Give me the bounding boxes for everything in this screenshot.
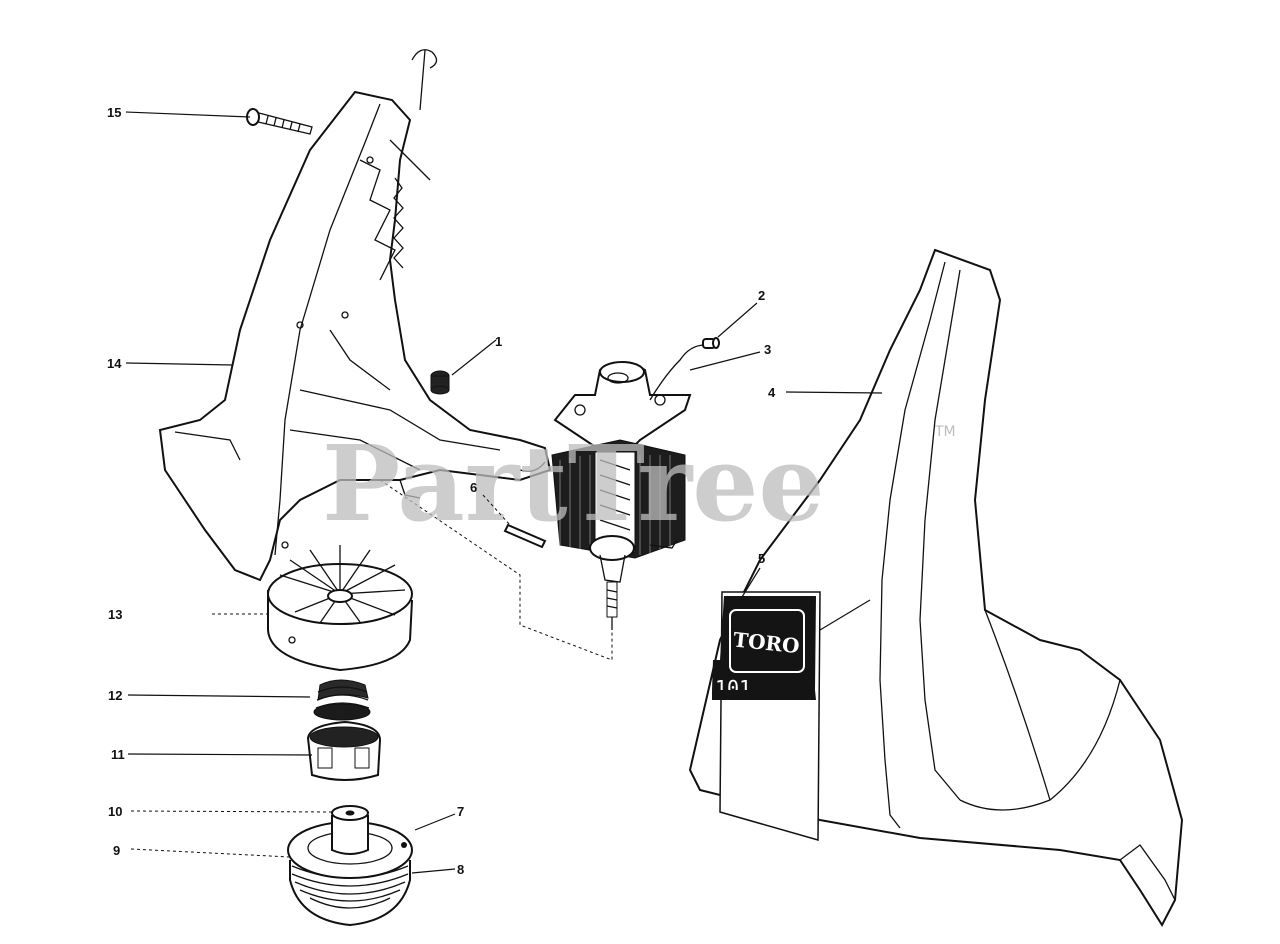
callout-13: 13 <box>108 607 122 622</box>
callout-12: 12 <box>108 688 122 703</box>
motor <box>551 344 706 630</box>
fan <box>267 545 413 672</box>
callout-11: 11 <box>111 747 125 762</box>
leader-lines <box>125 111 883 874</box>
callout-4: 4 <box>768 385 776 400</box>
callout-7: 7 <box>457 804 464 819</box>
housing-half <box>158 49 552 582</box>
callout-labels: 1 2 3 4 5 6 7 8 9 10 11 12 13 14 15 <box>107 105 776 877</box>
callout-5: 5 <box>758 551 765 566</box>
spool-housing <box>306 720 382 781</box>
spring <box>313 679 371 721</box>
screw <box>246 108 313 135</box>
callout-9: 9 <box>113 843 120 858</box>
callout-3: 3 <box>764 342 771 357</box>
callout-2: 2 <box>758 288 765 303</box>
callout-8: 8 <box>457 862 464 877</box>
bushing <box>702 337 720 349</box>
rubber-plug <box>430 370 450 395</box>
callout-10: 10 <box>108 804 122 819</box>
watermark: PartTree <box>322 422 825 545</box>
pin <box>503 523 547 549</box>
callout-6: 6 <box>470 480 477 495</box>
watermark-trademark: TM <box>934 424 956 440</box>
callout-14: 14 <box>107 356 122 371</box>
callout-1: 1 <box>495 334 502 349</box>
callout-15: 15 <box>107 105 121 120</box>
spool <box>287 805 413 927</box>
decal: TORO 101 <box>712 591 821 841</box>
